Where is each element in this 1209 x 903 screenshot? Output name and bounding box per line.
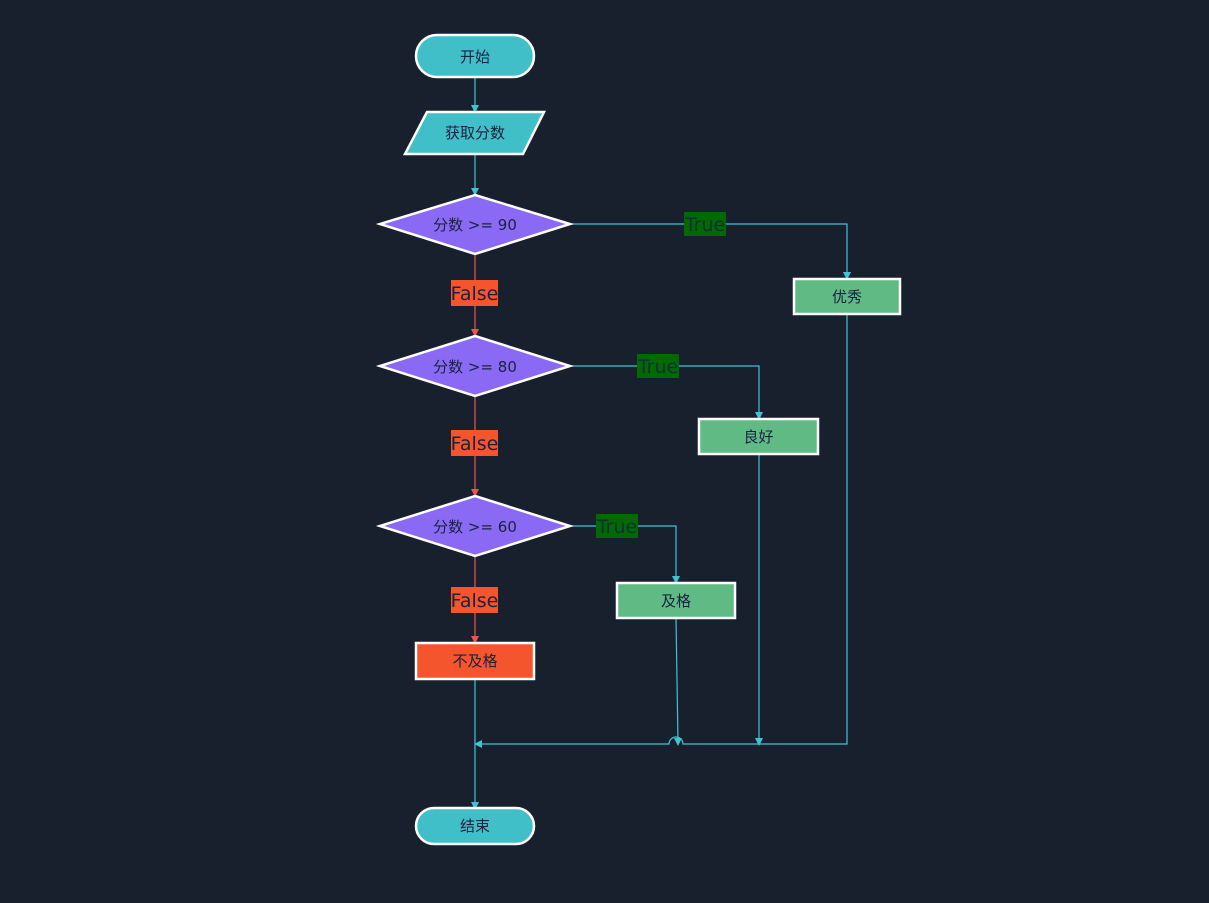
svg-text:分数 >= 60: 分数 >= 60 [433, 518, 517, 536]
svg-text:False: False [451, 590, 499, 612]
edge-excellent-merge [474, 314, 848, 748]
svg-text:良好: 良好 [743, 428, 773, 446]
svg-text:分数 >= 80: 分数 >= 80 [433, 358, 517, 376]
svg-text:及格: 及格 [661, 592, 691, 610]
start-node[interactable]: 开始 [414, 33, 536, 79]
excellent-node[interactable]: 优秀 [792, 277, 902, 316]
label-false-80: False [451, 430, 499, 456]
fail-node[interactable]: 不及格 [414, 641, 536, 681]
good-node[interactable]: 良好 [697, 417, 820, 456]
edge-decision90-true [570, 223, 851, 280]
decision-80-node[interactable]: 分数 >= 80 [375, 334, 575, 398]
edge-decision80-true [570, 365, 763, 420]
nodes: 开始 获取分数 分数 >= 90 分数 >= 80 分数 >= 60 优秀 良好 [375, 33, 902, 846]
input-node[interactable]: 获取分数 [402, 110, 547, 156]
decision-60-node[interactable]: 分数 >= 60 [375, 494, 575, 558]
edge-labels: True True True False False False [451, 212, 726, 613]
svg-text:分数 >= 90: 分数 >= 90 [433, 216, 517, 234]
svg-text:True: True [637, 356, 678, 378]
label-true-60: True [596, 514, 638, 538]
svg-text:开始: 开始 [460, 48, 490, 66]
label-true-80: True [637, 354, 679, 378]
svg-text:False: False [451, 283, 499, 305]
svg-text:False: False [451, 433, 499, 455]
svg-text:获取分数: 获取分数 [445, 124, 505, 142]
decision-90-node[interactable]: 分数 >= 90 [375, 193, 575, 256]
svg-text:True: True [684, 214, 725, 236]
label-true-90: True [684, 212, 726, 236]
label-false-90: False [451, 280, 499, 306]
label-false-60: False [451, 587, 499, 613]
svg-text:结束: 结束 [460, 817, 490, 835]
svg-text:True: True [596, 516, 637, 538]
svg-text:优秀: 优秀 [832, 288, 862, 306]
pass-node[interactable]: 及格 [615, 581, 737, 620]
end-node[interactable]: 结束 [414, 806, 536, 846]
edge-pass-merge [673, 617, 682, 746]
svg-text:不及格: 不及格 [452, 652, 497, 670]
